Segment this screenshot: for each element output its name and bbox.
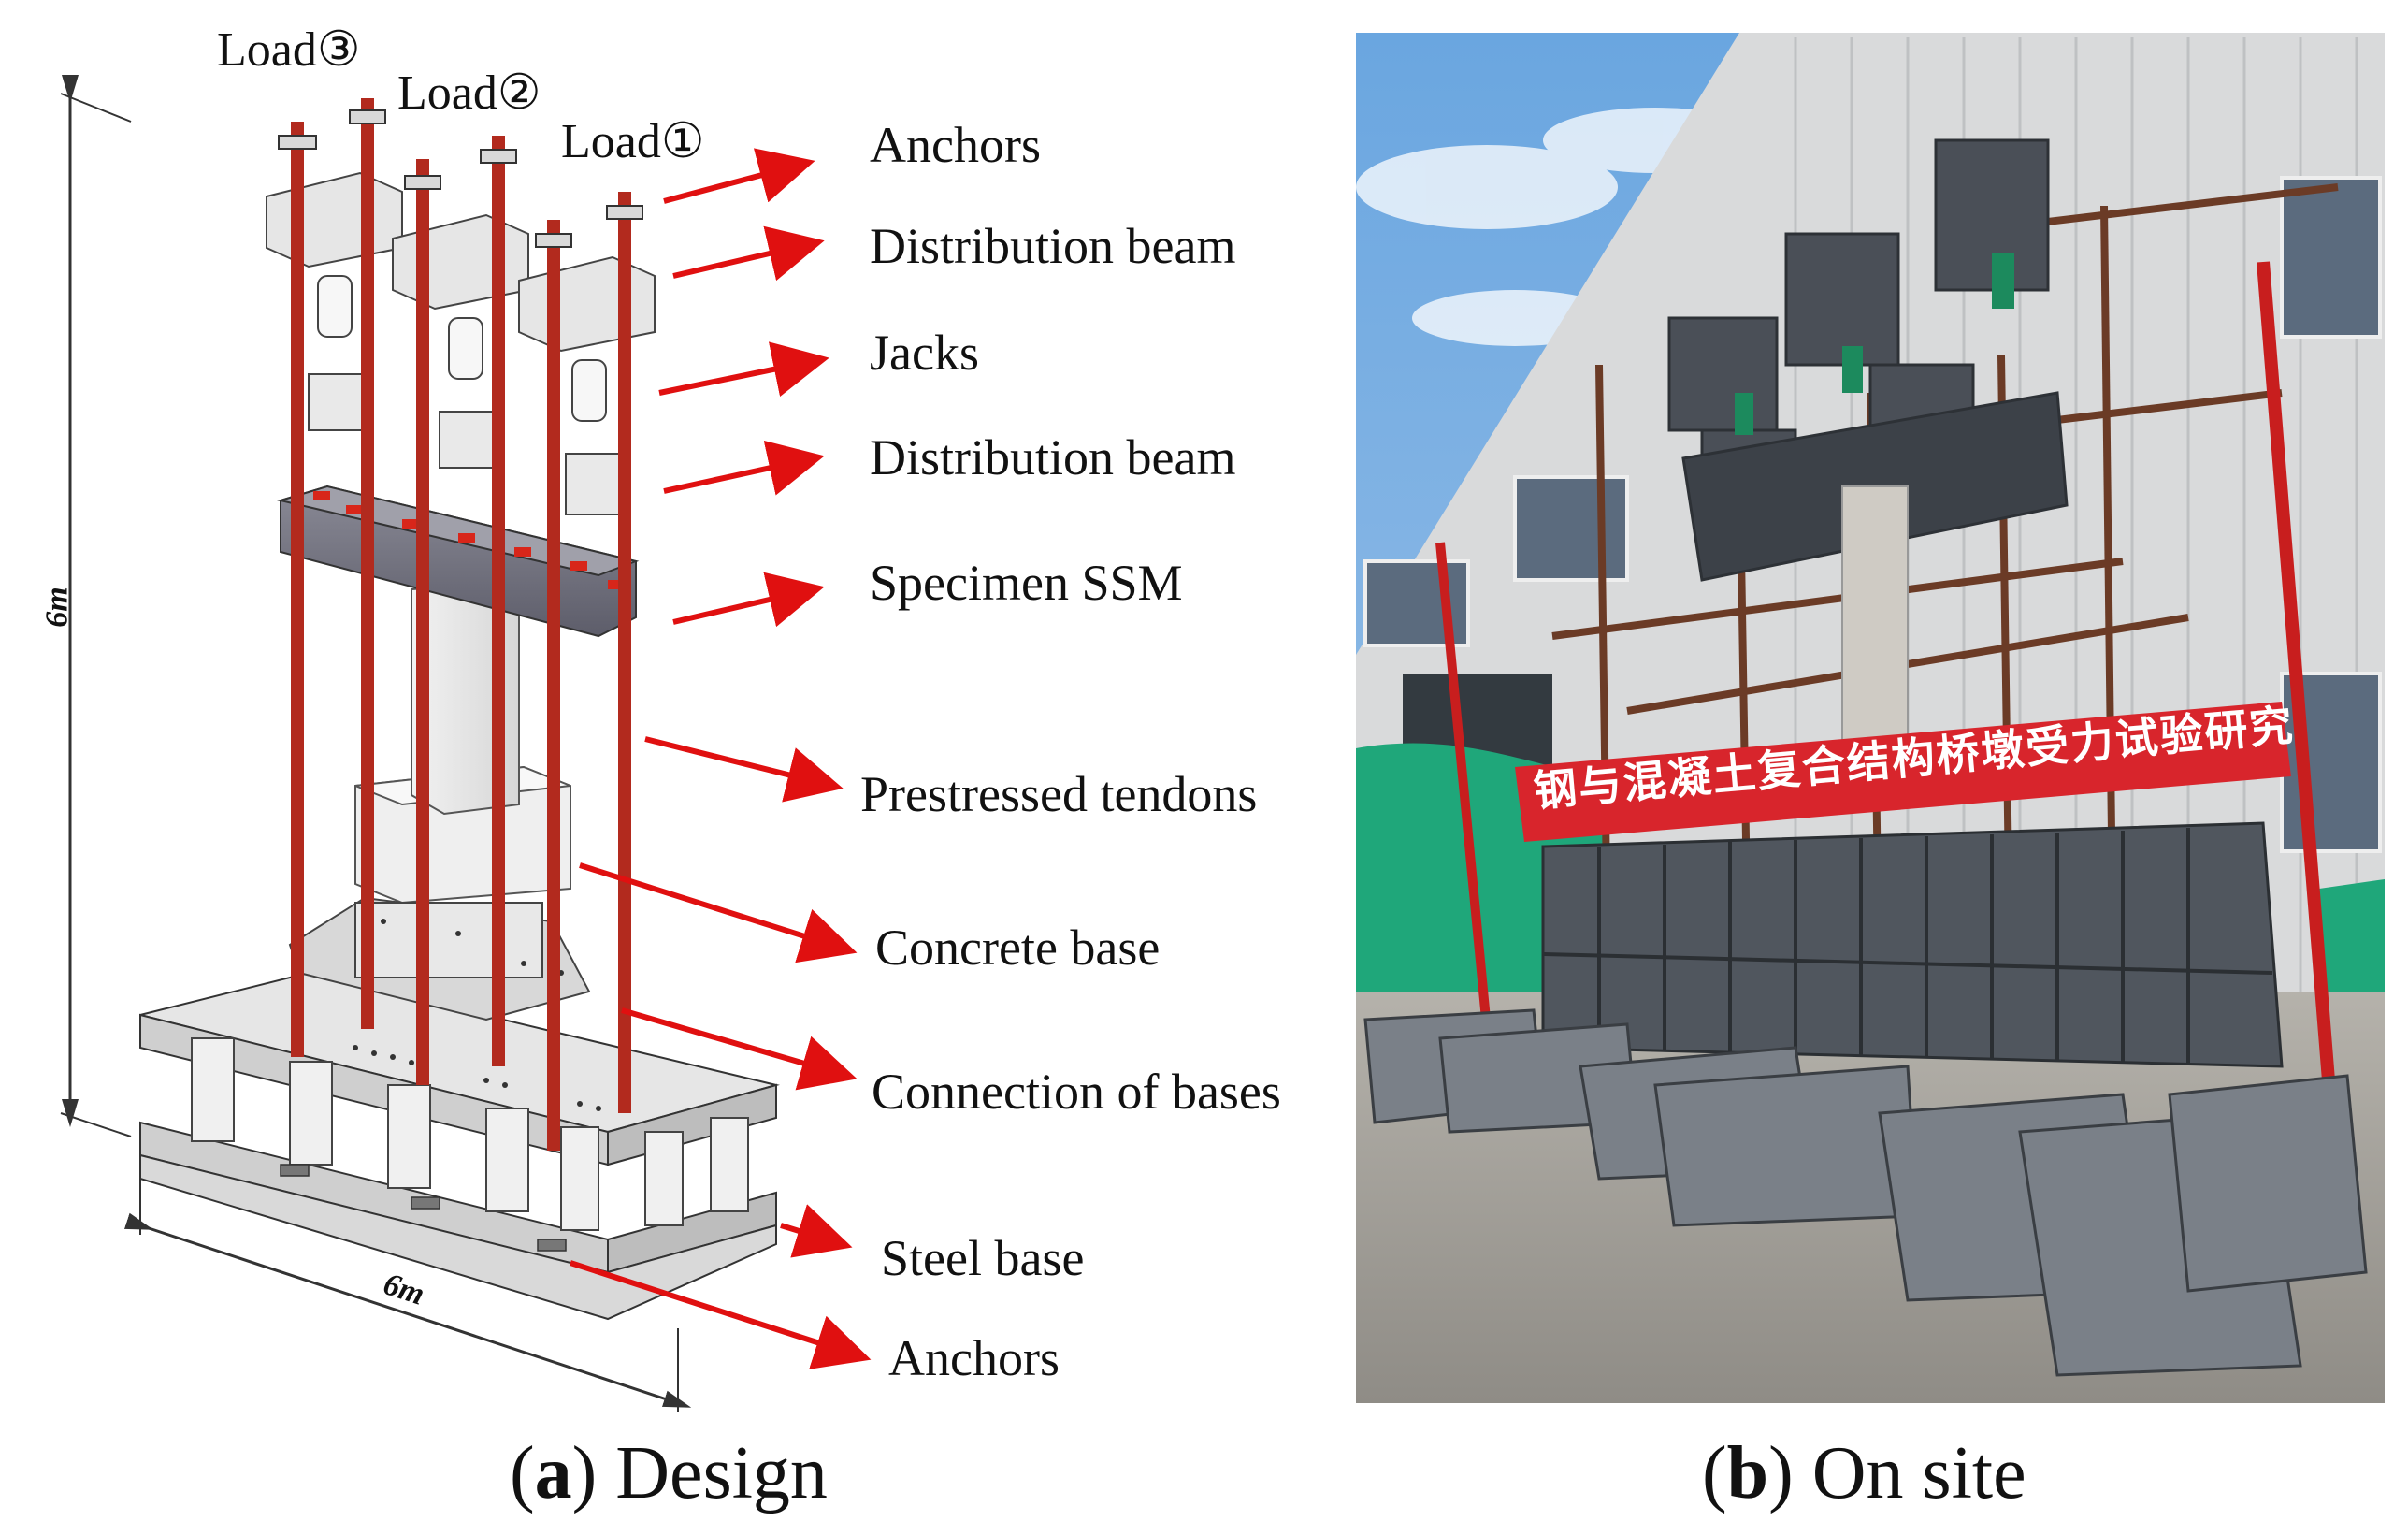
on-site-photo [1356, 33, 2385, 1403]
caption-on-site: (b) On site [1702, 1432, 2026, 1514]
top-anchors [278, 109, 643, 248]
height-dimension [60, 75, 132, 1137]
tendons-label: Prestressed tendons [860, 766, 1258, 822]
load-3-label: Load③ [217, 23, 361, 77]
ground-steel-beams [1363, 1008, 2368, 1377]
lower-distribution-beams [308, 373, 623, 515]
photo-pier [1841, 485, 1909, 768]
distribution-beam-top-label: Distribution beam [870, 218, 1236, 274]
callout-arrows [570, 148, 872, 1369]
anchors-bottom-label: Anchors [888, 1330, 1060, 1386]
jacks [317, 275, 607, 422]
photo-steel-base [1541, 821, 2284, 1068]
photo-jacks [1735, 253, 2014, 435]
caption-design: (a) Design [510, 1432, 828, 1514]
distribution-beam-bottom-label: Distribution beam [870, 429, 1236, 485]
connection-label: Connection of bases [872, 1064, 1281, 1120]
red-pole [2257, 261, 2344, 1198]
red-banner [1515, 702, 2291, 842]
specimen-label: Specimen SSM [870, 555, 1183, 611]
load-2-label: Load② [397, 66, 541, 120]
design-panel: Load③ Load② Load① Anchors Distribution b… [39, 23, 1281, 1514]
anchors-top-label: Anchors [870, 117, 1041, 173]
jacks-label: Jacks [870, 325, 979, 381]
steel-base-label: Steel base [881, 1230, 1085, 1286]
height-dimension-label: 6m [39, 587, 75, 628]
concrete-base-label: Concrete base [875, 920, 1161, 976]
on-site-panel: 钢与混凝土复合结构桥墩受力试验研究 (b) On site [1347, 0, 2408, 1521]
design-drawing [60, 75, 872, 1412]
load-1-label: Load① [561, 115, 705, 168]
prestressed-tendons [291, 98, 631, 1151]
